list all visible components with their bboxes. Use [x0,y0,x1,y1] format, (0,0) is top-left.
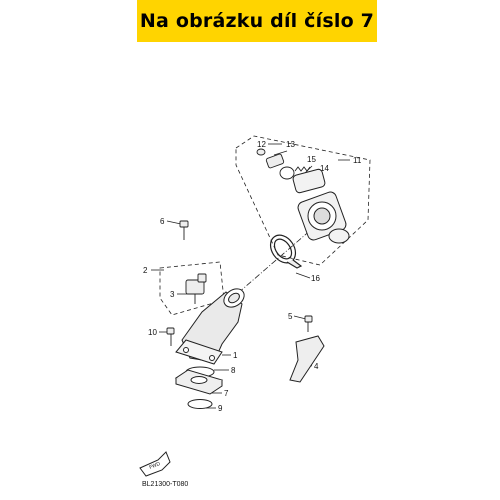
bolt-10 [166,327,175,346]
callout-10: 10 [148,328,157,337]
callout-16: 16 [311,274,320,283]
intake-joint [175,288,245,365]
front-mark-text: FWD [148,461,161,471]
hose-clamp [269,234,303,269]
callout-2: 2 [143,266,148,275]
ball-15 [279,166,295,180]
spring-14 [294,166,311,172]
callout-5: 5 [288,312,293,321]
callout-14: 14 [320,164,329,173]
bolt-5 [304,315,313,332]
callout-15: 15 [307,155,316,164]
insulator-7 [174,369,224,395]
gasket-9 [187,399,213,409]
screw-12 [256,148,266,156]
callout-4: 4 [314,362,319,371]
sensor-13 [265,153,285,169]
callout-13: 13 [286,140,295,149]
callout-7: 7 [224,389,229,398]
sensor-group-outline [159,261,225,316]
callout-9: 9 [218,404,223,413]
bolt-6 [179,220,189,240]
callout-11: 11 [353,156,362,165]
throttle-body [292,168,350,244]
bracket-4 [289,335,325,383]
callout-8: 8 [231,366,236,375]
sensor-3 [185,273,207,304]
throttle-body-group-outline [235,135,371,266]
banner-text: Na obrázku díl číslo 7 [139,10,375,32]
callout-12: 12 [257,140,266,149]
front-arrow-icon: FWD [139,451,171,477]
part-number-banner: Na obrázku díl číslo 7 [137,0,377,42]
callout-3: 3 [170,290,175,299]
callout-1: 1 [233,351,238,360]
diagram-code: BL21300-T080 [142,481,188,488]
callout-6: 6 [160,217,165,226]
